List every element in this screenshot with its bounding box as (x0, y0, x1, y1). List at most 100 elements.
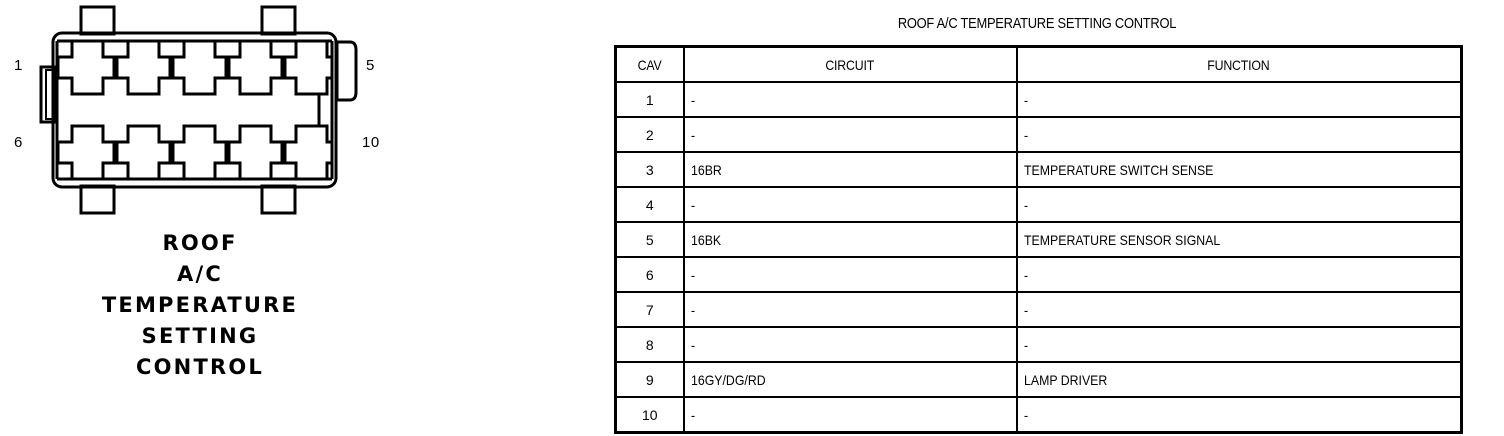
cavity-7 (112, 124, 175, 179)
cavity-row-bottom (56, 124, 334, 179)
cell-function-text: - (1023, 91, 1028, 108)
table-row: 1 - - (614, 81, 1463, 118)
connector-svg (39, 5, 358, 215)
cell-circuit: 16BK (682, 221, 1018, 258)
cell-function-text: - (1023, 406, 1028, 423)
cell-circuit-text: - (690, 91, 695, 108)
cell-function: - (1015, 116, 1463, 153)
cell-cav: 9 (614, 361, 685, 398)
cell-circuit-text: 16GY/DG/RD (690, 371, 766, 388)
table-row: 10 - - (614, 396, 1463, 434)
cell-circuit: - (682, 256, 1018, 293)
cavity-row-top (56, 41, 334, 96)
pinout-table: CAV CIRCUIT FUNCTION 1 - - 2 - - (614, 45, 1463, 434)
cell-function: LAMP DRIVER (1015, 361, 1463, 398)
cell-function-text: - (1023, 301, 1028, 318)
column-header-circuit-label: CIRCUIT (825, 56, 875, 73)
pin-label-5: 5 (366, 57, 375, 74)
caption-line-4: SETTING (141, 324, 259, 348)
table-row: 6 - - (614, 256, 1463, 293)
cell-circuit-text: 16BR (690, 161, 722, 178)
table-row: 4 - - (614, 186, 1463, 223)
cell-circuit: - (682, 291, 1018, 328)
cell-function-text: TEMPERATURE SENSOR SIGNAL (1023, 231, 1220, 248)
top-left-mount-tab (79, 5, 116, 36)
cell-function-text: - (1023, 126, 1028, 143)
cell-circuit: - (682, 81, 1018, 118)
table-header-row: CAV CIRCUIT FUNCTION (614, 45, 1463, 83)
pin-label-1: 1 (14, 57, 23, 74)
cell-function: - (1015, 291, 1463, 328)
cell-function: - (1015, 396, 1463, 434)
column-header-cav: CAV (614, 45, 685, 83)
column-header-circuit: CIRCUIT (682, 45, 1018, 83)
pinout-table-title: ROOF A/C TEMPERATURE SETTING CONTROL (897, 15, 1177, 32)
caption-line-3: TEMPERATURE (101, 293, 299, 317)
cell-cav: 7 (614, 291, 685, 328)
cell-function: - (1015, 186, 1463, 223)
table-row: 7 - - (614, 291, 1463, 328)
cell-function: - (1015, 256, 1463, 293)
column-header-function: FUNCTION (1015, 45, 1463, 83)
cell-circuit-text: - (690, 266, 695, 283)
connector-body (51, 31, 338, 189)
caption-line-5: CONTROL (136, 355, 264, 379)
top-right-mount-tab (260, 5, 297, 36)
cell-circuit-text: - (690, 406, 695, 423)
cell-function-text: TEMPERATURE SWITCH SENSE (1023, 161, 1213, 178)
connector-caption: ROOF A/C TEMPERATURE SETTING CONTROL (40, 228, 360, 383)
cell-cav: 8 (614, 326, 685, 363)
bottom-right-mount-tab (260, 184, 297, 215)
table-row: 3 16BR TEMPERATURE SWITCH SENSE (614, 151, 1463, 188)
column-header-cav-label: CAV (637, 56, 662, 73)
cavity-4 (224, 41, 287, 96)
cell-circuit-text: - (690, 126, 695, 143)
connector-diagram (0, 0, 420, 220)
cavity-5 (280, 41, 334, 96)
cell-function-text: - (1023, 266, 1028, 283)
cell-cav: 10 (614, 396, 685, 434)
pin-label-6: 6 (14, 134, 23, 151)
right-latch-tab (335, 40, 358, 102)
cavity-1 (56, 41, 119, 96)
cell-function: - (1015, 81, 1463, 118)
cell-function: - (1015, 326, 1463, 363)
cell-circuit: - (682, 116, 1018, 153)
pinout-table-head: CAV CIRCUIT FUNCTION (614, 45, 1463, 83)
caption-line-2: A/C (177, 262, 223, 286)
cell-function-text: - (1023, 196, 1028, 213)
pin-label-10: 10 (362, 134, 380, 151)
cell-function-text: - (1023, 336, 1028, 353)
table-row: 5 16BK TEMPERATURE SENSOR SIGNAL (614, 221, 1463, 258)
table-row: 2 - - (614, 116, 1463, 153)
cell-circuit-text: - (690, 196, 695, 213)
table-row: 9 16GY/DG/RD LAMP DRIVER (614, 361, 1463, 398)
cell-circuit: - (682, 186, 1018, 223)
cavity-3 (168, 41, 231, 96)
cell-cav: 4 (614, 186, 685, 223)
cell-circuit-text: - (690, 336, 695, 353)
cell-circuit: - (682, 396, 1018, 434)
bottom-left-mount-tab (79, 184, 116, 215)
cell-circuit-text: - (690, 301, 695, 318)
cell-circuit: 16GY/DG/RD (682, 361, 1018, 398)
cell-cav: 3 (614, 151, 685, 188)
cell-function: TEMPERATURE SENSOR SIGNAL (1015, 221, 1463, 258)
cell-cav: 2 (614, 116, 685, 153)
cell-function-text: LAMP DRIVER (1023, 371, 1107, 388)
column-header-function-label: FUNCTION (1207, 56, 1270, 73)
pinout-table-panel: ROOF A/C TEMPERATURE SETTING CONTROL CAV… (614, 0, 1463, 436)
caption-line-1: ROOF (162, 231, 238, 255)
cell-function: TEMPERATURE SWITCH SENSE (1015, 151, 1463, 188)
cavity-8 (168, 124, 231, 179)
cavity-9 (224, 124, 287, 179)
table-row: 8 - - (614, 326, 1463, 363)
cavity-6 (56, 124, 119, 179)
connector-panel: 1 6 5 10 ROOF A/C TEMPERATURE SETTING CO… (0, 0, 600, 436)
cell-cav: 6 (614, 256, 685, 293)
cell-circuit: - (682, 326, 1018, 363)
cell-cav: 1 (614, 81, 685, 118)
pinout-table-body: 1 - - 2 - - 3 16BR TEMPERATURE SWITCH SE… (614, 81, 1463, 434)
cell-circuit: 16BR (682, 151, 1018, 188)
cell-cav: 5 (614, 221, 685, 258)
